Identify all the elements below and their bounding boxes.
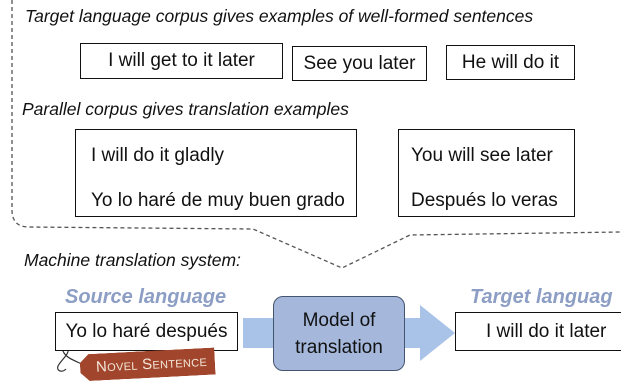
parallel-pair-box: I will do it gladly Yo lo haré de muy bu…	[75, 129, 357, 217]
source-sentence-box: Yo lo haré después	[55, 312, 238, 351]
system-caption: Machine translation system:	[24, 250, 241, 270]
parallel-pair-box: You will see later Después lo veras	[398, 129, 575, 217]
pair-translation-text: Yo lo haré de muy buen grado	[91, 190, 345, 211]
target-sentence-box: See you later	[292, 46, 427, 81]
output-sentence-text: I will do it later	[486, 320, 607, 342]
pair-translation-text: Después lo veras	[411, 190, 558, 211]
pair-source-text: I will do it gladly	[91, 145, 225, 166]
source-language-label: Source language	[65, 286, 227, 308]
target-sentence-box: I will get to it later	[80, 43, 283, 79]
parallel-corpus-caption: Parallel corpus gives translation exampl…	[22, 99, 349, 119]
target-sentence-box: He will do it	[446, 45, 575, 80]
output-sentence-box: I will do it later	[455, 312, 621, 351]
target-language-label: Target languag	[470, 286, 613, 308]
translation-model-box: Model of translation	[273, 296, 405, 371]
model-label: Model of translation	[295, 309, 383, 358]
target-sentence-text: I will get to it later	[108, 50, 255, 71]
target-sentence-text: He will do it	[461, 51, 560, 73]
target-corpus-caption: Target language corpus gives examples of…	[25, 6, 534, 26]
corpus-group-outline	[11, 0, 621, 269]
target-sentence-text: See you later	[303, 52, 416, 74]
novel-sentence-tag-text: Novel Sentence	[95, 352, 208, 376]
source-sentence-text: Yo lo haré después	[65, 320, 228, 342]
pair-source-text: You will see later	[411, 145, 553, 166]
